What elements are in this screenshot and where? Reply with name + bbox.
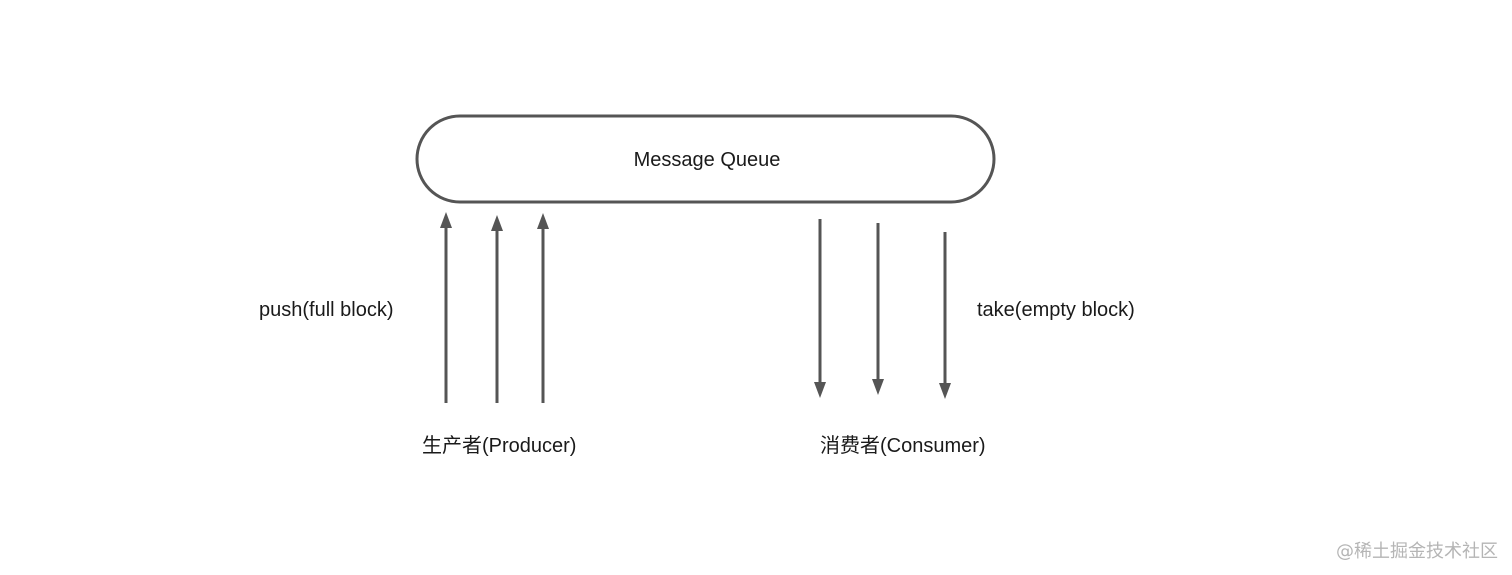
consumer-label: 消费者(Consumer) xyxy=(820,434,986,457)
producer-label: 生产者(Producer) xyxy=(422,434,576,457)
producer-operation-label: push(full block) xyxy=(259,299,394,321)
message-queue-label: Message Queue xyxy=(634,149,781,171)
consumer-arrow xyxy=(872,223,884,395)
consumer-arrow xyxy=(814,219,826,398)
producer-arrow xyxy=(491,215,503,403)
producer-arrow xyxy=(537,213,549,403)
watermark-text: @稀土掘金技术社区 xyxy=(1336,541,1498,562)
message-queue-shape xyxy=(415,114,996,204)
consumer-operation-label: take(empty block) xyxy=(977,299,1135,321)
consumer-arrow xyxy=(939,232,951,399)
producer-arrows xyxy=(440,212,549,403)
consumer-arrows xyxy=(814,219,951,399)
producer-arrow xyxy=(440,212,452,403)
